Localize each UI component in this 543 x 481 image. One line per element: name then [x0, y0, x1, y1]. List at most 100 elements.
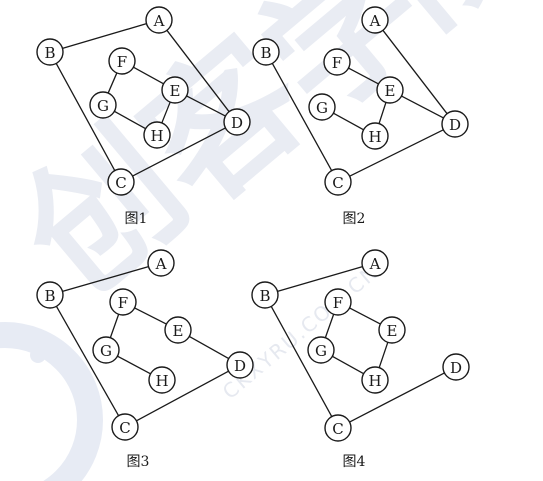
node-G: G [92, 336, 120, 364]
edge-F-G [107, 72, 118, 94]
edge-H-E [378, 342, 389, 368]
watermark-logo-dot [30, 347, 46, 363]
node-label-F: F [118, 294, 128, 312]
node-D: D [442, 353, 470, 381]
node-label-A: A [155, 255, 167, 273]
node-circle-F [109, 288, 137, 316]
node-label-A: A [153, 12, 165, 30]
node-label-B: B [259, 287, 270, 305]
node-label-F: F [332, 54, 342, 72]
edge-B-C [55, 305, 120, 417]
node-circle-G [307, 336, 335, 364]
node-F: F [323, 48, 351, 76]
node-F: F [109, 288, 137, 316]
node-circle-F [324, 288, 352, 316]
node-H: H [148, 366, 176, 394]
node-circle-E [161, 76, 189, 104]
node-A: A [145, 6, 173, 34]
node-B: B [252, 38, 280, 66]
node-label-C: C [332, 420, 343, 438]
node-label-B: B [260, 44, 271, 62]
edge-C-D [349, 372, 445, 423]
node-circle-C [111, 413, 139, 441]
node-label-A: A [369, 12, 381, 30]
node-circle-E [376, 76, 404, 104]
node-label-G: G [315, 342, 327, 360]
edge-C-D [349, 129, 444, 177]
node-circle-E [378, 316, 406, 344]
node-label-E: E [170, 82, 181, 100]
node-G: G [89, 91, 117, 119]
node-label-B: B [44, 44, 55, 62]
edge-F-G [324, 314, 335, 338]
edge-A-D [166, 29, 230, 113]
node-label-A: A [369, 255, 381, 273]
node-circle-F [323, 48, 351, 76]
node-A: A [361, 6, 389, 34]
node-label-G: G [97, 97, 109, 115]
node-C: C [111, 413, 139, 441]
node-label-G: G [100, 342, 112, 360]
node-D: D [223, 108, 251, 136]
edge-B-A [277, 266, 363, 292]
node-circle-B [36, 38, 64, 66]
node-circle-G [308, 93, 336, 121]
node-circle-A [361, 249, 389, 277]
edge-H-E [161, 101, 171, 124]
watermark-logo-ring [0, 322, 103, 481]
node-circle-B [251, 281, 279, 309]
node-H: H [143, 121, 171, 149]
node-label-C: C [332, 174, 343, 192]
node-C: C [324, 414, 352, 442]
node-H: H [361, 366, 389, 394]
edge-F-E [134, 307, 167, 325]
node-circle-D [226, 351, 254, 379]
node-E: E [161, 76, 189, 104]
node-label-D: D [234, 357, 246, 375]
node-B: B [36, 281, 64, 309]
edge-F-E [348, 67, 379, 85]
node-label-C: C [119, 419, 130, 437]
node-E: E [164, 316, 192, 344]
edge-H-E [378, 102, 387, 124]
edge-G-H [332, 355, 364, 375]
node-circle-H [148, 366, 176, 394]
edge-G-H [114, 110, 146, 130]
node-label-D: D [449, 116, 461, 134]
node-label-C: C [115, 174, 126, 192]
node-label-E: E [385, 82, 396, 100]
edge-G-H [117, 355, 151, 375]
node-circle-H [361, 122, 389, 150]
node-circle-G [92, 336, 120, 364]
edge-F-G [109, 314, 120, 338]
node-E: E [378, 316, 406, 344]
node-circle-F [108, 47, 136, 75]
node-circle-E [164, 316, 192, 344]
node-label-D: D [231, 114, 243, 132]
node-E: E [376, 76, 404, 104]
edge-B-A [62, 23, 147, 49]
node-circle-A [361, 6, 389, 34]
node-circle-C [107, 168, 135, 196]
edge-G-H [333, 112, 364, 131]
watermark-site: CKXYRU.COM.CN [218, 259, 384, 403]
node-G: G [307, 336, 335, 364]
node-circle-B [252, 38, 280, 66]
figure-caption: 图2 [343, 211, 366, 227]
edge-B-C [270, 306, 333, 417]
edge-E-D [189, 335, 229, 360]
node-D: D [226, 351, 254, 379]
node-label-E: E [173, 322, 184, 340]
node-circle-G [89, 91, 117, 119]
node-label-D: D [450, 359, 462, 377]
node-label-H: H [155, 372, 168, 390]
node-label-G: G [316, 99, 328, 117]
node-label-H: H [150, 127, 163, 145]
figure-caption: 图1 [125, 211, 148, 227]
node-F: F [108, 47, 136, 75]
node-label-H: H [368, 372, 381, 390]
